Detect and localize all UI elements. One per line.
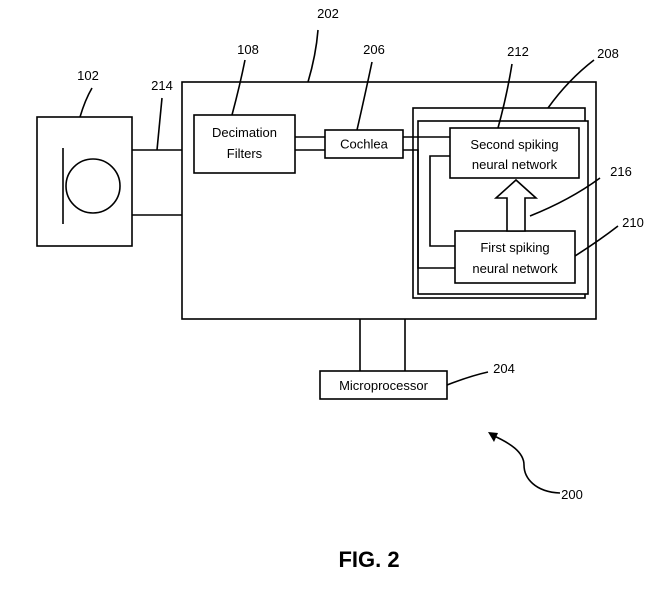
ref-214: 214 — [151, 78, 173, 93]
ref-204: 204 — [493, 361, 515, 376]
ref-108: 108 — [237, 42, 259, 57]
ref-210: 210 — [622, 215, 644, 230]
microphone-block — [36, 116, 133, 247]
leader-lines — [79, 29, 619, 386]
decimation-filters-label-1: Decimation — [212, 125, 277, 140]
ref-206: 206 — [363, 42, 385, 57]
bus-214 — [132, 149, 182, 216]
first-snn-label-2: neural network — [472, 261, 558, 276]
figure-200-arrowhead-icon — [488, 432, 498, 442]
first-snn-block — [454, 230, 576, 284]
ref-102: 102 — [77, 68, 99, 83]
microphone-diaphragm-icon — [65, 158, 121, 214]
figure-caption: FIG. 2 — [338, 547, 399, 572]
figure-200-curved-arrow — [491, 434, 561, 494]
hollow-up-arrow-icon — [493, 178, 539, 232]
ref-212: 212 — [507, 44, 529, 59]
ref-208: 208 — [597, 46, 619, 61]
microphone-housing — [36, 116, 133, 247]
microprocessor-label: Microprocessor — [339, 378, 429, 393]
cochlea-block — [324, 129, 404, 159]
bus-to-microprocessor — [359, 319, 406, 371]
ref-216: 216 — [610, 164, 632, 179]
second-snn-block — [449, 127, 580, 179]
cochlea-to-networks-links — [403, 136, 455, 269]
second-snn-label-2: neural network — [472, 157, 558, 172]
decimation-filters-label-2: Filters — [227, 146, 263, 161]
second-snn-label-1: Second spiking — [470, 137, 558, 152]
first-snn-label-1: First spiking — [480, 240, 549, 255]
ref-200: 200 — [561, 487, 583, 502]
ref-202: 202 — [317, 6, 339, 21]
cochlea-label: Cochlea — [340, 137, 388, 152]
decimation-filters-block — [193, 114, 296, 174]
